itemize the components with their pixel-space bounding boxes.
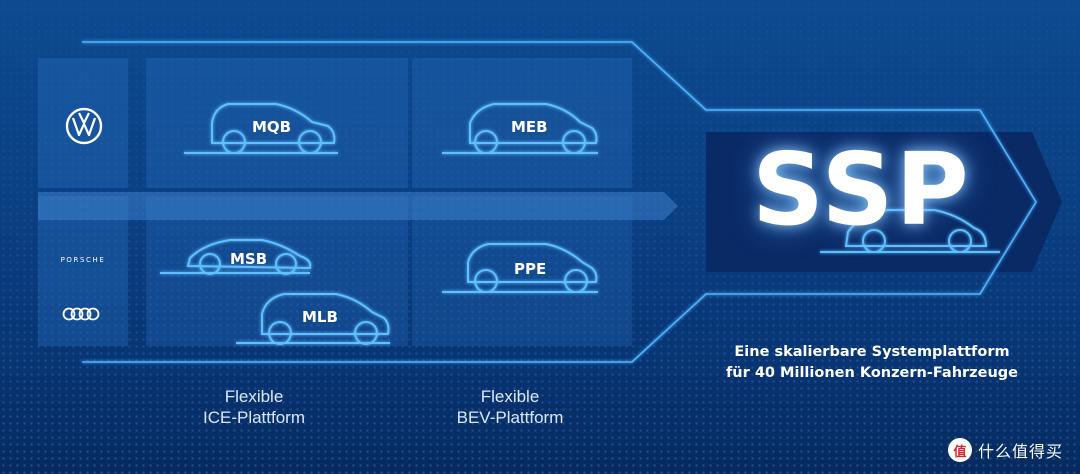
caption-bev-line1: Flexible: [480, 387, 540, 406]
caption-bev: Flexible BEV-Plattform: [420, 386, 600, 428]
audi-rings-icon: [62, 307, 100, 321]
ice-panel-top: [146, 58, 408, 188]
platform-label-ppe: PPE: [514, 260, 547, 278]
car-mlb-icon: [236, 293, 390, 345]
watermark-badge-icon: 值: [948, 438, 972, 462]
caption-bev-line2: BEV-Plattform: [456, 408, 564, 427]
outline-arrow: [82, 41, 1037, 363]
brand-panel-porsche-audi: [38, 196, 128, 346]
platform-label-mlb: MLB: [302, 308, 338, 326]
caption-ice-line1: Flexible: [224, 387, 284, 406]
caption-ice-line2: ICE-Plattform: [202, 408, 306, 427]
car-ssp-icon: [820, 209, 1000, 253]
car-meb-icon: [442, 103, 598, 154]
platform-label-msb: MSB: [230, 250, 268, 268]
porsche-wordmark: PORSCHE: [60, 256, 106, 264]
platform-label-mqb: MQB: [252, 118, 292, 136]
ssp-title: SSP: [752, 131, 971, 248]
vw-logo-icon: [65, 107, 103, 145]
watermark: 值 什么值得买: [948, 438, 1063, 462]
watermark-text: 什么值得买: [978, 442, 1064, 461]
car-ppe-icon: [442, 243, 598, 293]
caption-ice: Flexible ICE-Plattform: [164, 386, 344, 428]
platform-label-meb: MEB: [511, 118, 548, 136]
car-msb-icon: [160, 239, 312, 275]
bev-panel-top: [412, 58, 632, 188]
car-mqb-icon: [184, 103, 338, 154]
ssp-tagline-line2: für 40 Millionen Konzern-Fahrzeuge: [725, 365, 1018, 381]
ssp-tagline-line1: Eine skalierbare Systemplattform: [734, 344, 1010, 360]
ice-panel-bottom: [146, 196, 408, 346]
ssp-tagline: Eine skalierbare Systemplattform für 40 …: [700, 342, 1044, 384]
ssp-box: [706, 132, 1062, 272]
center-arrow-band: [38, 192, 678, 220]
